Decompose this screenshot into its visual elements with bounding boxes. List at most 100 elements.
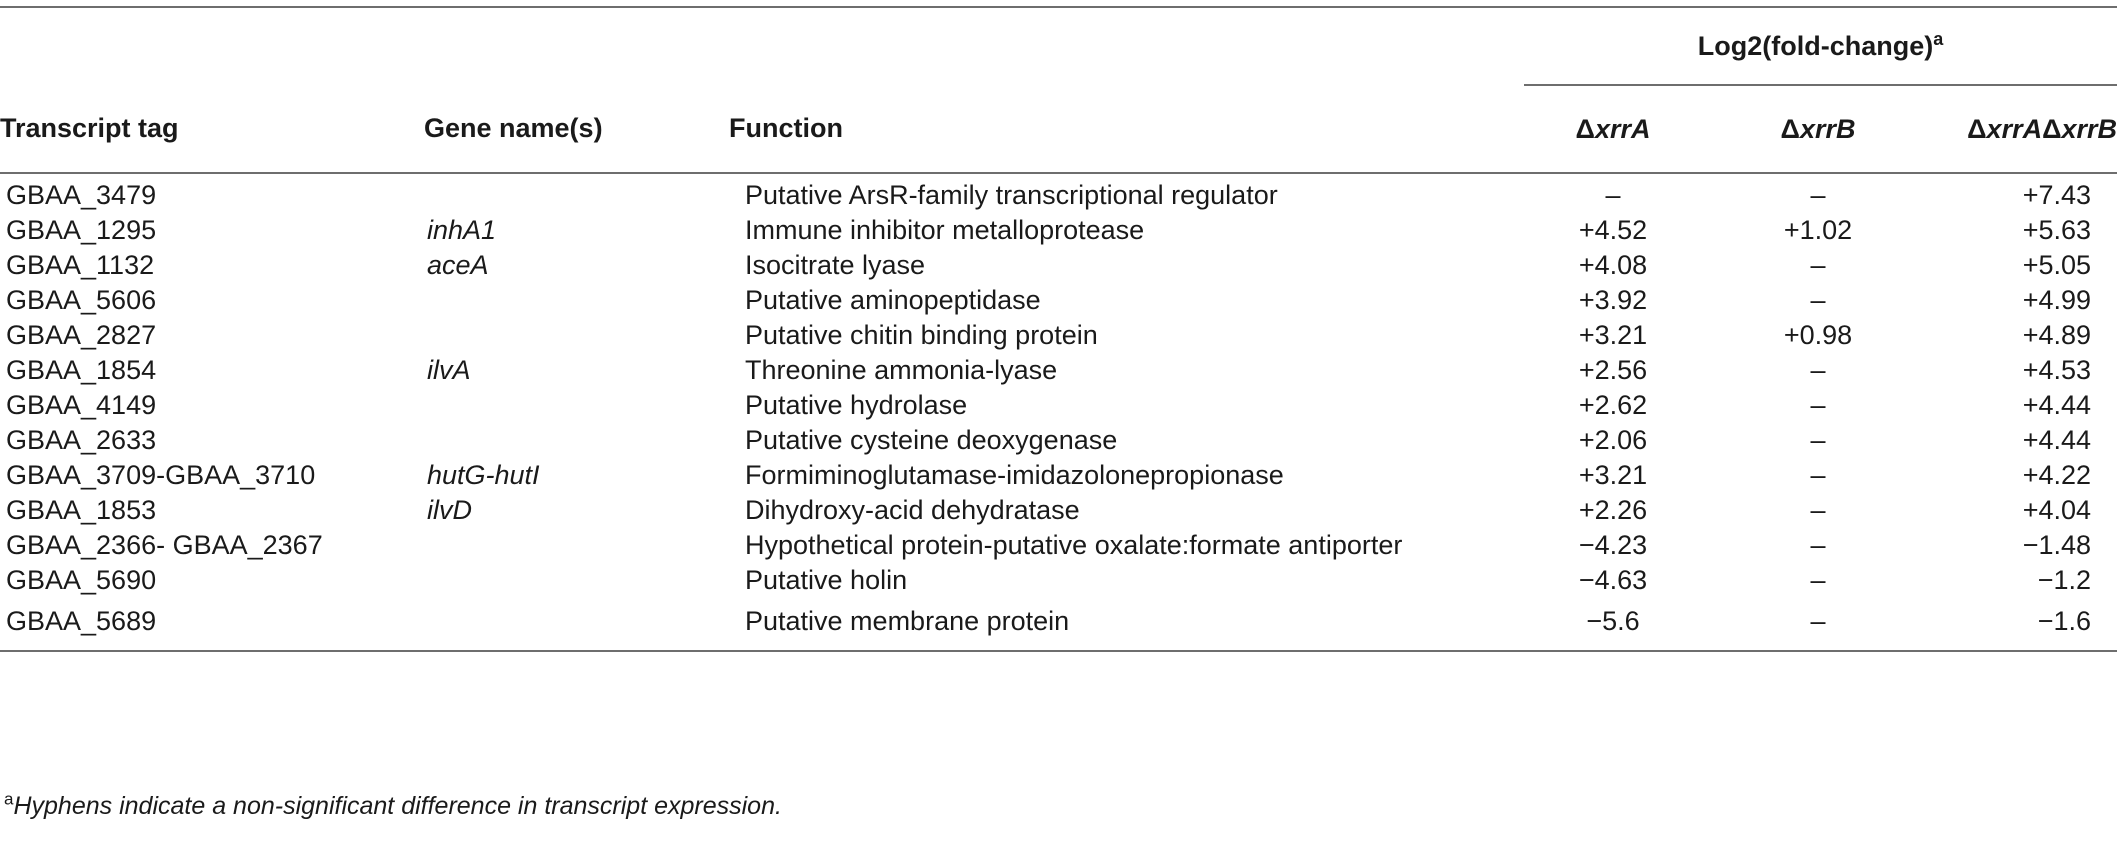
delta-xrrb-value-cell: – — [1810, 250, 1826, 280]
table-row: GBAA_1853 ilvD Dihydroxy-acid dehydratase +… — [0, 493, 2117, 528]
table-header: Log2(fold-change)a Transcript tag Gene n… — [0, 6, 2117, 174]
delta-xrra-xrrb-value-cell: −1.2 — [2037, 565, 2092, 595]
gene-name-cell: inhA1 — [427, 215, 497, 245]
delta-symbol: Δ — [1967, 113, 1987, 144]
function-cell: Isocitrate lyase — [745, 250, 926, 280]
delta-xrra-xrrb-value-cell: +5.63 — [2022, 215, 2092, 245]
function-cell: Putative membrane protein — [729, 598, 1524, 652]
delta-xrra-xrrb-value-cell: +4.44 — [2022, 425, 2092, 455]
delta-xrra-value-cell: +2.56 — [1578, 355, 1648, 385]
delta-xrra-value-cell: +2.62 — [1578, 390, 1648, 420]
strain-name: xrrB — [2061, 113, 2117, 144]
footnote-marker: a — [4, 789, 14, 809]
transcript-tag-cell: GBAA_5690 — [6, 565, 157, 595]
delta-xrra-xrrb-value-cell: +4.22 — [2022, 460, 2092, 490]
delta-xrra-xrrb-value-cell: +4.89 — [2022, 320, 2092, 350]
delta-xrra-value-cell: +4.52 — [1578, 215, 1648, 245]
function-cell: Dihydroxy-acid dehydratase — [745, 495, 1080, 525]
delta-xrra-xrrb-value-cell: −1.48 — [2022, 530, 2092, 560]
table-row: GBAA_3709-GBAA_3710 hutG-hutI Formiminoglu… — [0, 458, 2117, 493]
gene-name-cell — [424, 528, 729, 563]
transcript-tag-cell: GBAA_3479 — [6, 180, 157, 210]
delta-xrrb-value-cell: +0.98 — [1783, 320, 1853, 350]
transcript-tag-cell: GBAA_4149 — [6, 390, 157, 420]
transcript-tag-cell: GBAA_5689 — [0, 598, 424, 652]
gene-name-cell — [424, 598, 729, 652]
delta-xrrb-value-cell: – — [1810, 285, 1826, 315]
delta-xrra-value-cell: +3.92 — [1578, 285, 1648, 315]
delta-symbol: Δ — [2042, 113, 2062, 144]
transcript-tag-cell: GBAA_2633 — [6, 425, 157, 455]
delta-xrra-value-cell: +2.06 — [1578, 425, 1648, 455]
delta-symbol: Δ — [1575, 113, 1595, 144]
delta-xrra-value-cell: −4.23 — [1578, 530, 1648, 560]
delta-xrra-xrrb-value-cell: +4.04 — [2022, 495, 2092, 525]
column-header-transcript-tag: Transcript tag — [0, 85, 424, 174]
column-header-row: Transcript tag Gene name(s) Function Δxr… — [0, 85, 2117, 174]
log2-fold-change-label: Log2(fold-change) — [1697, 30, 1934, 61]
delta-xrra-xrrb-value-cell: −1.6 — [1934, 598, 2117, 652]
delta-xrra-xrrb-value-cell: +4.53 — [2022, 355, 2092, 385]
log2-fold-change-header: Log2(fold-change)a — [1524, 6, 2117, 86]
function-cell: Putative hydrolase — [745, 390, 968, 420]
delta-xrra-value-cell: −5.6 — [1524, 598, 1702, 652]
transcript-tag-cell: GBAA_5606 — [6, 285, 157, 315]
column-header-delta-xrra: ΔxrrA — [1524, 85, 1702, 174]
function-cell: Threonine ammonia-lyase — [745, 355, 1058, 385]
transcript-tag-cell: GBAA_2366- GBAA_2367 — [6, 530, 323, 560]
table-footnote: aHyphens indicate a non-significant diff… — [4, 789, 782, 821]
function-cell: Putative holin — [745, 565, 908, 595]
group-header-spacer — [0, 6, 424, 85]
delta-xrrb-value-cell: +1.02 — [1783, 215, 1853, 245]
footnote-marker: a — [1933, 28, 1944, 49]
table-row: GBAA_2633 Putative cysteine deoxygenase +2… — [0, 423, 2117, 458]
column-header-delta-xrra-delta-xrrb: ΔxrrAΔxrrB — [1934, 85, 2117, 174]
fold-change-table: Log2(fold-change)a Transcript tag Gene n… — [0, 6, 2117, 652]
gene-name-cell — [424, 283, 729, 318]
delta-xrra-value-cell: +3.21 — [1578, 460, 1648, 490]
footnote-text: Hyphens indicate a non-significant diffe… — [13, 792, 782, 820]
transcript-tag-cell: GBAA_3709-GBAA_3710 — [6, 460, 316, 490]
column-header-function: Function — [729, 85, 1524, 174]
function-cell: Putative aminopeptidase — [745, 285, 1041, 315]
delta-xrrb-value-cell: – — [1810, 355, 1826, 385]
delta-symbol: Δ — [1780, 113, 1800, 144]
gene-name-cell: aceA — [427, 250, 489, 280]
gene-name-cell — [424, 563, 729, 598]
column-header-gene-names: Gene name(s) — [424, 85, 729, 174]
delta-xrra-value-cell: −4.63 — [1578, 565, 1648, 595]
gene-name-cell: hutG-hutI — [427, 460, 540, 490]
group-header-spacer — [729, 6, 1524, 85]
gene-name-cell: ilvD — [427, 495, 472, 525]
delta-xrrb-value-cell: – — [1810, 530, 1826, 560]
delta-xrra-value-cell: +4.08 — [1578, 250, 1648, 280]
gene-name-cell — [424, 388, 729, 423]
strain-name: xrrA — [1594, 113, 1651, 144]
transcript-tag-cell: GBAA_2827 — [6, 320, 157, 350]
delta-xrrb-value-cell: – — [1810, 180, 1826, 210]
delta-xrra-xrrb-value-cell: +4.44 — [2022, 390, 2092, 420]
table-row: GBAA_2827 Putative chitin binding protein… — [0, 318, 2117, 353]
strain-name: xrrA — [1986, 113, 2043, 144]
function-cell: Putative chitin binding protein — [745, 320, 1098, 350]
delta-xrrb-value-cell: – — [1702, 598, 1934, 652]
function-cell: Putative cysteine deoxygenase — [745, 425, 1118, 455]
function-cell: Formiminoglutamase-imidazolonepropionase — [745, 460, 1284, 490]
group-header-row: Log2(fold-change)a — [0, 6, 2117, 86]
table-row: GBAA_5689 Putative membrane protein−5.6–−… — [0, 598, 2117, 652]
transcript-tag-cell: GBAA_1132 — [6, 250, 155, 280]
delta-xrra-value-cell: +3.21 — [1578, 320, 1648, 350]
transcript-tag-cell: GBAA_1853 — [6, 495, 157, 525]
delta-xrra-xrrb-value-cell: +7.43 — [2022, 180, 2092, 210]
delta-xrrb-value-cell: – — [1810, 460, 1826, 490]
delta-xrrb-value-cell: – — [1810, 390, 1826, 420]
function-cell: Immune inhibitor metalloprotease — [745, 215, 1145, 245]
column-header-delta-xrrb: ΔxrrB — [1702, 85, 1934, 174]
